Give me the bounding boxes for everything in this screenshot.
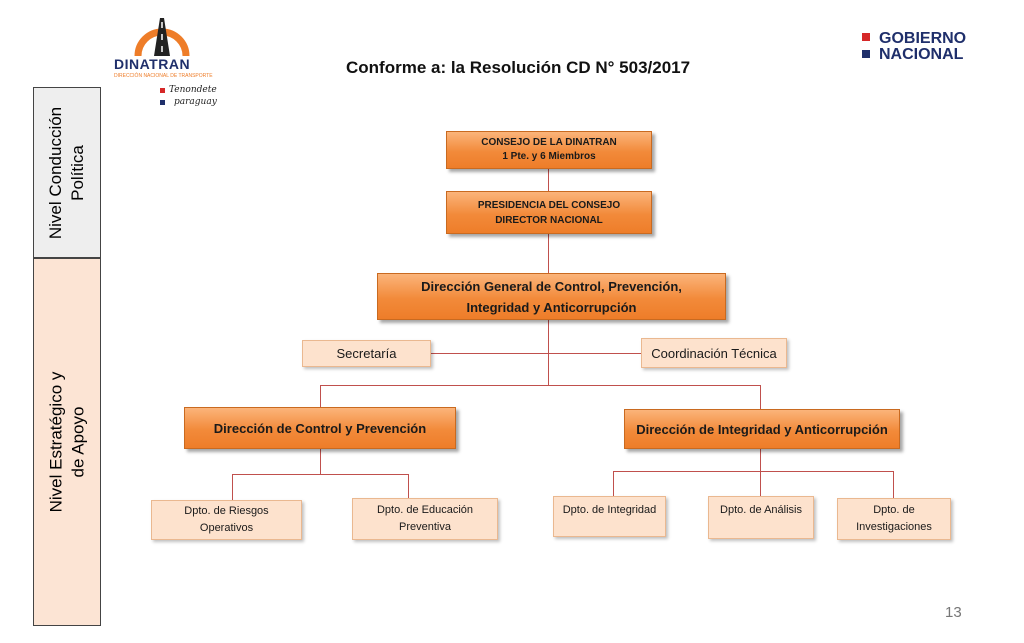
dinatran-logo: DINATRAN DIRECCIÓN NACIONAL DE TRANSPORT… [112,6,217,114]
gobierno-red-square [862,33,870,41]
gobierno-line-2: NACIONAL [879,46,964,63]
connector-to-dir-control [320,385,321,407]
gobierno-blue-square [862,50,870,58]
connector-to-dpto-analisis [760,471,761,496]
gobierno-nacional-logo: GOBIERNO NACIONAL [879,31,966,63]
connector-to-dpto-educacion [408,474,409,498]
presidencia-line-2: DIRECTOR NACIONAL [495,214,603,226]
box-dpto-educacion: Dpto. de Educación Preventiva [352,498,498,540]
box-presidencia: PRESIDENCIA DEL CONSEJO DIRECTOR NACIONA… [446,191,652,234]
box-secretaria: Secretaría [302,340,431,367]
dpto-riesgos-line-2: Operativos [199,522,254,534]
presidencia-line-1: PRESIDENCIA DEL CONSEJO [477,199,621,211]
connector-control-dptos-horizontal [232,474,409,475]
tagline-red-square [160,88,165,93]
dpto-educacion-line-2: Preventiva [399,521,451,533]
level-band-conduccion-politica: Nivel Conducción Política [33,87,101,258]
tagline-line-1: Tenondete [169,85,217,95]
box-dpto-analisis: Dpto. de Análisis [708,496,814,539]
gobierno-line-1: GOBIERNO [879,30,967,47]
tagline-line-2: paraguay [174,97,217,107]
level-bottom-line-1: Nivel Estratégico y [46,371,65,513]
box-consejo: CONSEJO DE LA DINATRAN 1 Pte. y 6 Miembr… [446,131,652,169]
connector-directions-horizontal [320,385,760,386]
dpto-investigaciones-line-1: Dpto. de [873,504,915,516]
consejo-line-1: CONSEJO DE LA DINATRAN [481,137,617,148]
direccion-general-line-1: Dirección General de Control, Prevención… [421,278,682,294]
connector-integridad-dptos-horizontal [613,471,894,472]
connector-presidencia-direccion [548,234,549,273]
road-arch-icon [134,18,190,57]
box-dpto-investigaciones: Dpto. de Investigaciones [837,498,951,540]
box-dir-control-prevencion: Dirección de Control y Prevención [184,407,456,449]
level-top-line-1: Nivel Conducción [46,106,66,239]
connector-dir-integridad-down [760,449,761,471]
secretaria-label: Secretaría [336,346,397,361]
connector-to-dpto-integridad [613,471,614,496]
box-dpto-integridad: Dpto. de Integridad [553,496,666,537]
box-dpto-riesgos: Dpto. de Riesgos Operativos [151,500,302,540]
dinatran-subtitle: DIRECCIÓN NACIONAL DE TRANSPORTE [114,73,213,79]
dpto-riesgos-line-1: Dpto. de Riesgos [184,505,269,517]
dinatran-name: DINATRAN [114,56,191,72]
page-number: 13 [945,604,962,621]
dpto-investigaciones-line-2: Investigaciones [856,521,932,533]
box-dir-integridad-anticorrupcion: Dirección de Integridad y Anticorrupción [624,409,900,449]
level-band-estrategico-apoyo: Nivel Estratégico y de Apoyo [33,258,101,626]
coordinacion-label: Coordinación Técnica [651,345,777,361]
level-label-bottom: Nivel Estratégico y de Apoyo [45,372,89,513]
dir-control-label: Dirección de Control y Prevención [213,420,427,436]
tagline-blue-square [160,100,165,105]
level-top-line-2: Política [68,144,88,201]
dpto-integridad-label: Dpto. de Integridad [562,504,657,516]
box-coordinacion-tecnica: Coordinación Técnica [641,338,787,368]
consejo-line-2: 1 Pte. y 6 Miembros [502,151,596,162]
page-title: Conforme a: la Resolución CD N° 503/2017 [346,58,691,77]
level-label-top: Nivel Conducción Política [45,106,89,238]
connector-to-dpto-riesgos [232,474,233,500]
connector-consejo-presidencia [548,168,549,191]
box-direccion-general: Dirección General de Control, Prevención… [377,273,726,320]
connector-to-dir-integridad [760,385,761,409]
connector-staff-horizontal [431,353,641,354]
dir-integridad-label: Dirección de Integridad y Anticorrupción [636,421,888,437]
dpto-educacion-line-1: Dpto. de Educación [376,504,473,516]
direccion-general-line-2: Integridad y Anticorrupción [466,299,637,315]
level-bottom-line-2: de Apoyo [68,406,87,478]
connector-to-dpto-investigaciones [893,471,894,498]
dpto-analisis-label: Dpto. de Análisis [720,504,802,516]
connector-dir-control-down [320,449,321,474]
